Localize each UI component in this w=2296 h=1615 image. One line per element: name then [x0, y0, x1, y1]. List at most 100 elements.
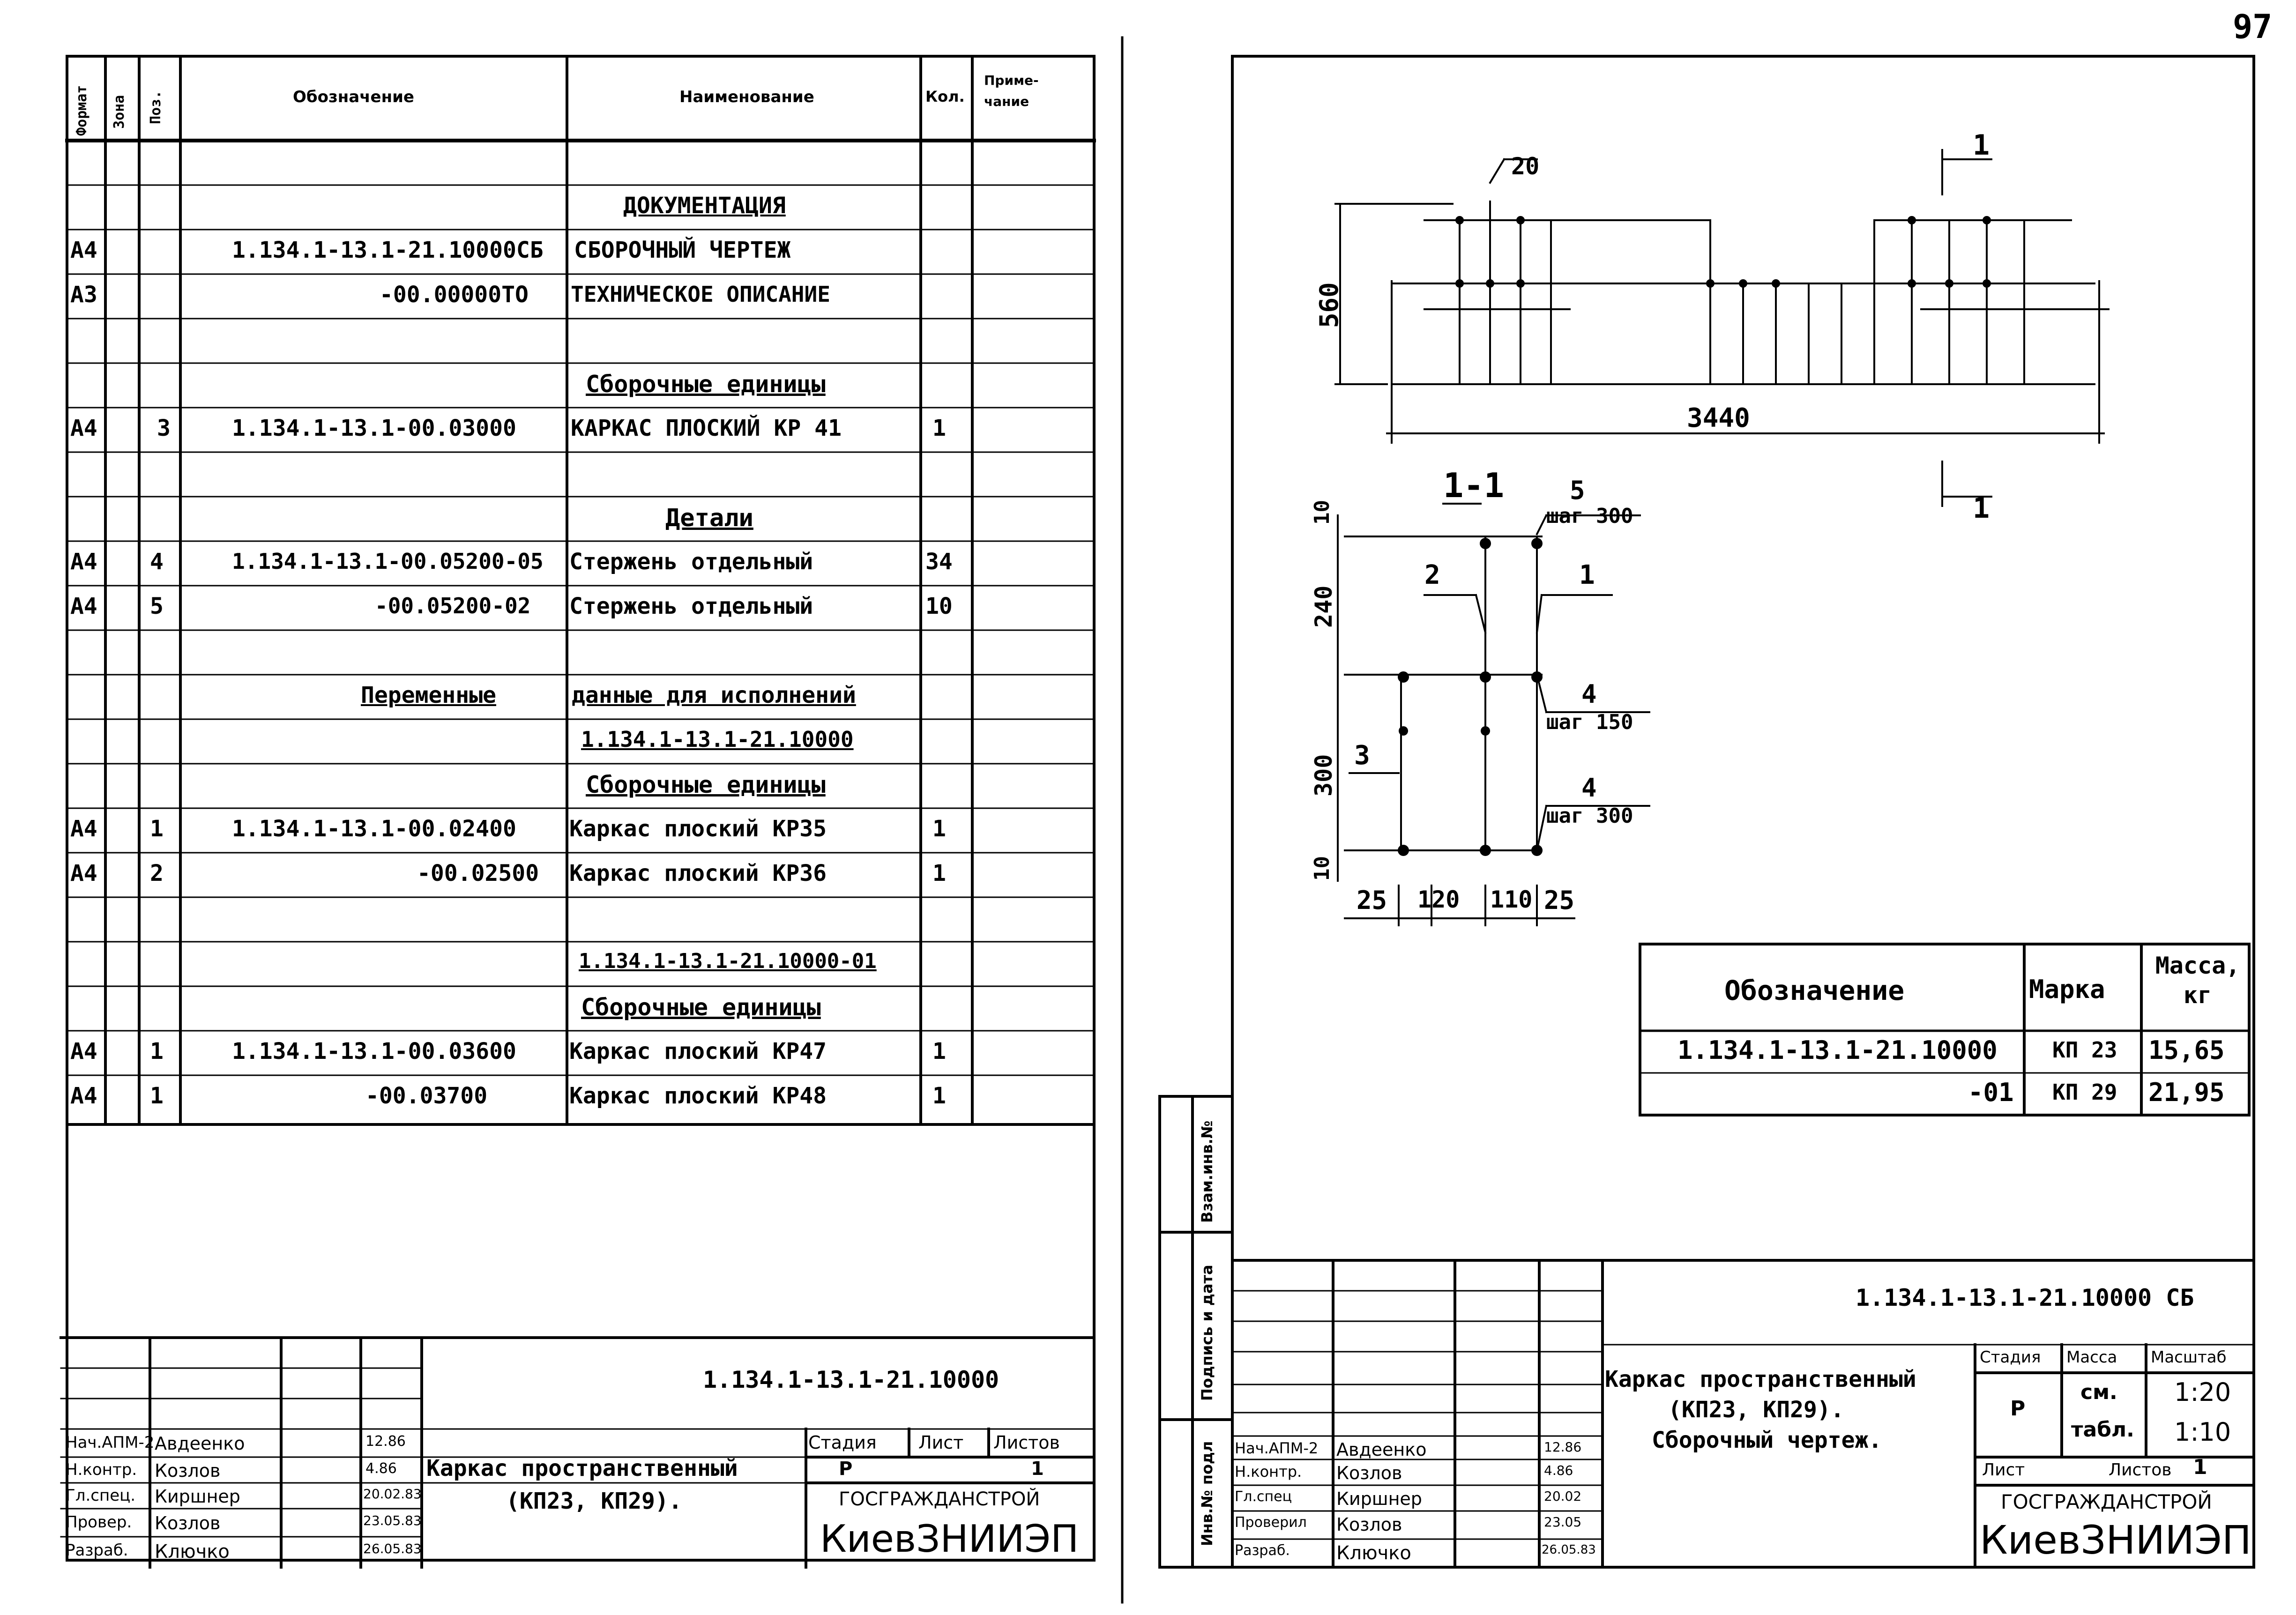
- label-pos-5-step: шаг 300: [1546, 504, 1633, 528]
- sheet-label: Лист: [918, 1432, 964, 1453]
- row-designation: -00.00000ТО: [380, 282, 529, 308]
- header-note: Приме-чание: [984, 73, 1039, 109]
- scale-label: Масштаб: [2151, 1348, 2227, 1367]
- person-role: Разраб.: [1235, 1542, 1290, 1559]
- label-pos-5: 5: [1570, 476, 1585, 505]
- dim-vertical: 300: [1310, 754, 1337, 796]
- row-format: А3: [70, 282, 97, 308]
- title-block-title: Каркас пространственный: [1605, 1366, 1916, 1392]
- row-name: КАРКАС ПЛОСКИЙ КР 41: [571, 415, 842, 441]
- org-name: ГОСГРАЖДАНСТРОЙ: [2001, 1490, 2212, 1513]
- dim-horizontal: 110: [1490, 886, 1533, 913]
- title-block-title: Каркас пространственный: [426, 1455, 738, 1481]
- person-date: 26.05.83: [1542, 1543, 1596, 1557]
- dim-height: 560: [1314, 282, 1344, 328]
- person-date: 23.05: [1544, 1514, 1582, 1530]
- label-pos-4a: 4: [1581, 679, 1597, 709]
- row-designation: 1.134.1-13.1-00.02400: [232, 816, 516, 842]
- dim-horizontal: 25: [1544, 886, 1575, 915]
- mass-table-designation: 1.134.1-13.1-21.10000: [1677, 1035, 1998, 1065]
- row-qty: 1: [932, 415, 946, 441]
- title-block-code: 1.134.1-13.1-21.10000: [703, 1366, 999, 1393]
- person-name: Козлов: [155, 1460, 221, 1481]
- header-name: Наименование: [679, 88, 814, 106]
- row-name: ТЕХНИЧЕСКОЕ ОПИСАНИЕ: [571, 282, 830, 307]
- row-qty: 34: [925, 549, 953, 575]
- label-pos-3: 3: [1354, 740, 1370, 771]
- person-name: Киршнер: [1336, 1488, 1422, 1509]
- person-date: 20.02: [1544, 1488, 1582, 1504]
- header-pos: Поз.: [148, 90, 164, 124]
- sheets-value: 1: [1031, 1458, 1044, 1480]
- person-date: 4.86: [1544, 1463, 1573, 1478]
- row-heading-assemblies: Сборочные единицы: [581, 994, 821, 1021]
- row-pos: 1: [150, 1038, 164, 1064]
- row-pos: 2: [150, 860, 164, 886]
- row-variable-data-right: данные для исполнений: [572, 682, 856, 708]
- org-institute: КиевЗНИИЭП: [820, 1517, 1079, 1561]
- row-heading-assemblies: Сборочные единицы: [586, 771, 826, 798]
- header-zone: Зона: [111, 95, 127, 129]
- row-qty: 1: [932, 860, 946, 886]
- label-pos-4a-step: шаг 150: [1546, 710, 1633, 734]
- row-format: А4: [70, 593, 97, 619]
- stage-value: Р: [839, 1458, 853, 1480]
- row-designation: -00.03700: [365, 1083, 488, 1109]
- section-title: 1-1: [1443, 466, 1505, 505]
- row-pos: 5: [150, 593, 164, 619]
- row-name: Каркас плоский КР36: [569, 860, 827, 886]
- person-role: Нач.АПМ-2: [66, 1433, 155, 1452]
- stage-value: Р: [2010, 1397, 2026, 1421]
- row-heading-parts: Детали: [665, 504, 753, 532]
- row-name: СБОРОЧНЫЙ ЧЕРТЕЖ: [574, 237, 791, 263]
- mass-label: Масса: [2066, 1348, 2117, 1367]
- mass-value-line2: табл.: [2071, 1418, 2134, 1442]
- person-date: 23.05.83: [363, 1513, 422, 1528]
- drawing-sheet-frame: [1231, 55, 2255, 1569]
- person-role: Проверил: [1235, 1514, 1307, 1531]
- row-name: Каркас плоский КР48: [569, 1083, 827, 1109]
- sheet-label: Лист: [1982, 1460, 2025, 1480]
- row-name: Стержень отдельный: [569, 549, 813, 575]
- section-1-1-drawing: [1337, 503, 1650, 926]
- person-name: Авдеенко: [155, 1433, 245, 1454]
- org-name: ГОСГРАЖДАНСТРОЙ: [839, 1488, 1040, 1510]
- row-format: А4: [70, 1083, 97, 1109]
- title-block-subtitle: (КП23, КП29).: [506, 1488, 682, 1514]
- row-format: А4: [70, 816, 97, 842]
- row-pos: 1: [150, 816, 164, 842]
- row-format: А4: [70, 237, 97, 263]
- row-pos: 3: [157, 415, 171, 441]
- person-name: Авдеенко: [1336, 1439, 1427, 1460]
- row-designation: -00.05200-02: [375, 593, 531, 618]
- person-date: 12.86: [1544, 1439, 1582, 1455]
- person-name: Козлов: [1336, 1514, 1402, 1535]
- row-name: Каркас плоский КР47: [569, 1038, 827, 1064]
- sheets-label: Листов: [2109, 1460, 2172, 1480]
- title-block-subtitle: (КП23, КП29).: [1668, 1397, 1844, 1423]
- row-variant-code: 1.134.1-13.1-21.10000-01: [579, 949, 877, 973]
- person-date: 26.05.83: [363, 1541, 422, 1556]
- stamp-inv-sub: Взам.инв.№: [1198, 1120, 1216, 1223]
- person-name: Ключко: [155, 1541, 230, 1563]
- person-role: Провер.: [66, 1513, 132, 1532]
- row-qty: 1: [932, 1038, 946, 1064]
- frame-elevation: [1334, 149, 2110, 507]
- row-name: Каркас плоский КР35: [569, 816, 827, 842]
- person-date: 12.86: [365, 1433, 406, 1450]
- row-designation: 1.134.1-13.1-00.03600: [232, 1038, 516, 1064]
- dim-length: 3440: [1687, 403, 1750, 433]
- person-role: Н.контр.: [1235, 1463, 1302, 1481]
- row-name: Стержень отдельный: [569, 593, 813, 619]
- person-name: Козлов: [155, 1513, 221, 1533]
- section-mark-bottom: 1: [1973, 492, 1990, 525]
- header-designation: Обозначение: [293, 88, 414, 106]
- row-qty: 10: [925, 593, 953, 619]
- label-pos-4b-step: шаг 300: [1546, 804, 1633, 828]
- dim-vertical: 240: [1310, 585, 1337, 628]
- label-pos-4b: 4: [1581, 773, 1597, 803]
- mass-table-header-mark: Марка: [2029, 975, 2105, 1004]
- header-qty: Кол.: [925, 88, 965, 105]
- person-role: Разраб.: [66, 1541, 128, 1560]
